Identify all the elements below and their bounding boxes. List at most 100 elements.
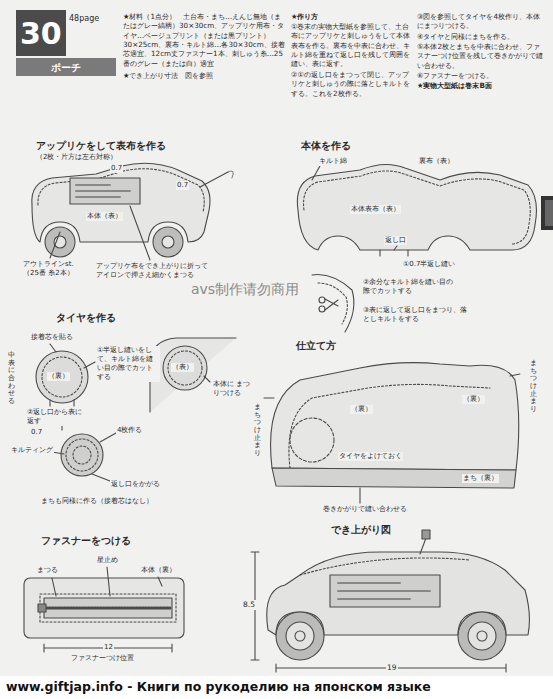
annotation-label: 本体（表） bbox=[86, 212, 123, 221]
dimension: 19 bbox=[386, 663, 398, 673]
leader-line bbox=[84, 362, 95, 368]
tire-symbol bbox=[468, 622, 496, 650]
annotation-label: キルティング bbox=[10, 446, 54, 455]
applique-patch bbox=[76, 185, 130, 197]
annotation-label: 48page bbox=[68, 14, 100, 24]
annotation-label: 返し口 bbox=[384, 236, 407, 245]
needle bbox=[200, 172, 228, 187]
body-outline bbox=[297, 164, 536, 256]
leader-line bbox=[130, 206, 150, 260]
applique-patch bbox=[70, 178, 140, 204]
zipper-figure bbox=[38, 604, 46, 612]
body-outline bbox=[380, 250, 408, 256]
body-outline bbox=[304, 171, 531, 244]
zipper-figure bbox=[46, 607, 170, 610]
annotation-label: ①0.7半返し縫い bbox=[402, 260, 456, 269]
footer-url: www.giftjap.info - Книги по рукоделию на… bbox=[0, 676, 553, 699]
zipper-figure bbox=[40, 594, 176, 622]
node-text: ポーチ bbox=[51, 62, 81, 73]
zipper-figure bbox=[24, 578, 184, 638]
scissors-symbol bbox=[319, 306, 325, 312]
section-title: 本体を作る bbox=[300, 140, 352, 152]
leader-line bbox=[204, 376, 210, 382]
annotation-label: まつる bbox=[36, 566, 59, 575]
leader-line bbox=[359, 488, 360, 503]
tire-piece bbox=[73, 446, 91, 464]
dimension-line bbox=[276, 664, 506, 672]
needle bbox=[228, 171, 233, 178]
dimension: 8.5 bbox=[242, 600, 256, 610]
leader-line bbox=[158, 577, 162, 586]
leader-line bbox=[50, 344, 95, 368]
annotation-label: 本体（裏） bbox=[140, 566, 177, 575]
leader-line bbox=[394, 246, 397, 250]
instruction-text: ★材料（1点分） 土台布・まち…えんじ無地（またはグレー縞柄）30×30cm、ア… bbox=[122, 12, 286, 68]
tire-symbol bbox=[45, 227, 75, 257]
instruction-text: ★作り方 bbox=[290, 12, 412, 21]
annotation-label: 本体に まつりつける bbox=[212, 380, 252, 398]
leader-line bbox=[359, 488, 360, 503]
tire-symbol bbox=[276, 612, 506, 660]
tire-piece bbox=[42, 357, 82, 397]
annotation-label: （裏） bbox=[350, 405, 373, 414]
annotation-label: （表） bbox=[171, 363, 194, 372]
annotation-label: 巻きかがりで縫い合わせる bbox=[322, 505, 408, 514]
tire-symbol bbox=[276, 612, 324, 660]
tire-piece bbox=[50, 400, 74, 406]
applique-patch bbox=[70, 178, 140, 204]
section-title: ファスナーをつける bbox=[40, 535, 132, 547]
instruction-text: ②①の返し口をまつって閉じ、アップリケと刺しゅうの際に落としキルトをする。これを… bbox=[290, 70, 412, 98]
instruction-text: ⑥ファスナーをつける。 bbox=[416, 71, 548, 80]
assembly-body bbox=[289, 384, 490, 468]
tire-on-body bbox=[163, 346, 207, 390]
annotation-label: 本体表布（表） bbox=[350, 205, 401, 214]
watermark: avs制作请勿商用 bbox=[190, 280, 300, 298]
binder-clip bbox=[545, 200, 553, 226]
tire-piece bbox=[61, 434, 103, 476]
dimension: 0.7 bbox=[176, 181, 189, 190]
leader-line bbox=[312, 166, 320, 180]
node-text: 30 bbox=[20, 17, 62, 50]
dimension-line bbox=[251, 552, 506, 672]
finished-pouch bbox=[330, 575, 440, 607]
dimension-line bbox=[44, 644, 172, 652]
seam-detail bbox=[312, 275, 354, 332]
tire-piece bbox=[36, 351, 88, 406]
number-badge: 30 bbox=[16, 10, 66, 56]
annotation-label: ③表に返して返し口をまつり、落としキルトをする bbox=[362, 306, 474, 324]
instruction-text: ③図を参照してタイヤを4枚作り、本体にまつりつける。 bbox=[416, 12, 548, 31]
needle bbox=[200, 171, 233, 187]
tire-on-body bbox=[150, 338, 236, 412]
assembly-body bbox=[272, 468, 516, 488]
applique-body-outline bbox=[38, 169, 204, 212]
tire-symbol bbox=[477, 631, 487, 641]
leader-line bbox=[52, 433, 116, 481]
annotation-label: まちつけ止まり bbox=[530, 360, 537, 414]
annotation-label: 星止め bbox=[96, 556, 119, 565]
section-title: でき上がり図 bbox=[330, 524, 392, 536]
annotation-label: （裏） bbox=[47, 372, 70, 381]
scissors-symbol bbox=[325, 299, 338, 310]
assembly-body bbox=[271, 363, 519, 470]
leader-line bbox=[92, 474, 110, 481]
binder-clip bbox=[541, 196, 553, 230]
tire-piece bbox=[61, 434, 103, 476]
seam-detail bbox=[318, 283, 347, 324]
seam-detail bbox=[312, 275, 354, 332]
annotation-label: 接着芯を貼る bbox=[30, 333, 74, 342]
instruction-text: ★実物大型紙は巻末B面 bbox=[416, 81, 548, 90]
tire-piece bbox=[36, 351, 88, 403]
annotation-label: まちも同様に作る（接着芯はなし） bbox=[40, 497, 154, 506]
annotation-label: ②余分なキルト綿を縫い目の際でカットする bbox=[362, 278, 458, 296]
annotation-label: （裏） bbox=[462, 395, 485, 404]
tire-on-body bbox=[168, 351, 202, 385]
scissors-symbol bbox=[319, 297, 325, 303]
annotation-label: 裏布（表） bbox=[418, 157, 455, 166]
annotation-label: ②返し口から表に返す bbox=[26, 408, 84, 426]
tire-symbol bbox=[286, 622, 314, 650]
tire-symbol bbox=[458, 612, 506, 660]
dimension: 0.7 bbox=[110, 164, 123, 173]
instruction-text: ★でき上がり寸法 図を参照 bbox=[122, 71, 286, 80]
instruction-text: ①巻末の実物大型紙を参照して、土台布にアップリケと刺しゅうをして本体表布を作る。… bbox=[290, 22, 412, 69]
